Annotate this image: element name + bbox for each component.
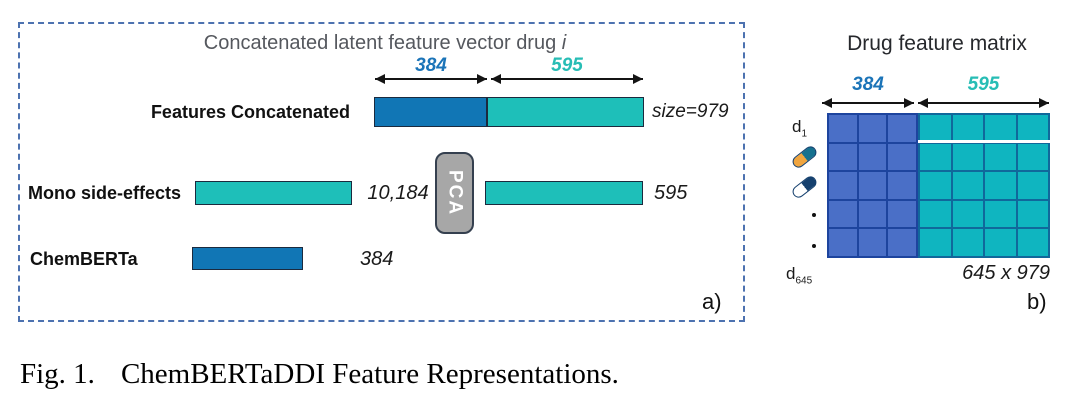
d645-base: d <box>786 264 796 283</box>
pca-label: PCA <box>444 169 466 217</box>
panel-a <box>18 22 745 322</box>
d1-base: d <box>792 117 802 136</box>
dim-label-595-b: 595 <box>967 74 1000 95</box>
matrix-cell <box>829 115 857 142</box>
concatenated-bar-mono-segment <box>487 97 644 127</box>
matrix-cell <box>920 200 951 228</box>
chemberta-bar <box>192 247 303 270</box>
dim-label-384-a: 384 <box>415 55 447 76</box>
matrix-cell <box>829 172 857 199</box>
dim-label-595-a: 595 <box>551 55 583 76</box>
matrix-cell <box>829 143 857 171</box>
mono-output-size: 595 <box>654 182 688 204</box>
dimension-arrow-blue-a <box>375 74 487 84</box>
matrix-cell <box>952 143 983 171</box>
matrix-cell <box>888 115 916 142</box>
ellipsis-dot-icon <box>812 244 816 248</box>
panel-b-title: Drug feature matrix <box>847 32 1027 55</box>
matrix-cell <box>888 143 916 171</box>
matrix-cell <box>920 172 951 199</box>
concatenated-feature-bar <box>374 97 644 127</box>
matrix-cell <box>858 172 887 199</box>
matrix-size-label: 645 x 979 <box>962 262 1050 284</box>
matrix-cell <box>920 143 951 171</box>
matrix-cell <box>1017 143 1048 171</box>
matrix-cell <box>888 172 916 199</box>
matrix-cell <box>829 200 857 228</box>
matrix-cell <box>952 200 983 228</box>
row-label-mono-side-effects: Mono side-effects <box>28 183 182 203</box>
matrix-cell <box>888 200 916 228</box>
row-label-features-concatenated: Features Concatenated <box>150 102 350 122</box>
mono-side-effects-bar <box>195 181 352 205</box>
panel-a-title: Concatenated latent feature vector drug … <box>190 32 580 55</box>
figure-caption-text: ChemBERTaDDI Feature Representations. <box>120 358 619 390</box>
size-note-979: size=979 <box>652 101 729 122</box>
dimension-arrow-teal-a <box>491 74 643 84</box>
figure-caption: Fig. 1. ChemBERTaDDI Feature Representati… <box>20 358 619 391</box>
matrix-cell <box>858 229 887 256</box>
mono-input-size: 10,184 <box>367 182 429 204</box>
matrix-teal-grid <box>918 113 1050 258</box>
capsule-orange-blue-icon <box>790 143 819 171</box>
matrix-cell <box>888 229 916 256</box>
mono-pca-output-bar <box>485 181 643 205</box>
capsule-white-navy-icon <box>790 173 819 201</box>
matrix-cell <box>952 229 983 256</box>
panel-a-title-main: Concatenated latent feature vector drug <box>203 32 562 54</box>
concatenated-bar-chemberta-segment <box>374 97 488 127</box>
dimension-arrow-blue-b <box>822 98 914 108</box>
matrix-cell <box>985 115 1016 142</box>
figure-number: Fig. 1. <box>20 358 95 390</box>
pca-box: PCA <box>435 152 474 234</box>
dimension-arrow-teal-b <box>918 98 1049 108</box>
matrix-cell <box>920 115 951 142</box>
matrix-cell <box>920 229 951 256</box>
d1-sub: 1 <box>801 128 808 140</box>
matrix-cell <box>985 172 1016 199</box>
matrix-cell <box>1017 229 1048 256</box>
d645-sub: 645 <box>795 275 813 287</box>
matrix-cell <box>858 200 887 228</box>
chemberta-size: 384 <box>360 248 394 270</box>
panel-b-tag: b) <box>1027 289 1047 314</box>
matrix-cell <box>1017 115 1048 142</box>
matrix-row-separator <box>918 140 1050 143</box>
matrix-cell <box>952 172 983 199</box>
panel-a-title-variable: i <box>561 32 567 54</box>
matrix-cell <box>858 115 887 142</box>
matrix-cell <box>985 229 1016 256</box>
matrix-row-label-d1: d1 <box>792 117 807 139</box>
matrix-cell <box>952 115 983 142</box>
matrix-cell <box>1017 200 1048 228</box>
row-label-chemberta: ChemBERTa <box>30 249 138 269</box>
dim-label-384-b: 384 <box>852 74 884 95</box>
matrix-cell <box>1017 172 1048 199</box>
panel-a-tag: a) <box>702 289 722 314</box>
matrix-blue-grid <box>827 113 918 258</box>
matrix-cell <box>985 200 1016 228</box>
matrix-cell <box>829 229 857 256</box>
matrix-cell <box>858 143 887 171</box>
ellipsis-dot-icon <box>812 213 816 217</box>
matrix-cell <box>985 143 1016 171</box>
matrix-row-label-d645: d645 <box>786 264 812 286</box>
